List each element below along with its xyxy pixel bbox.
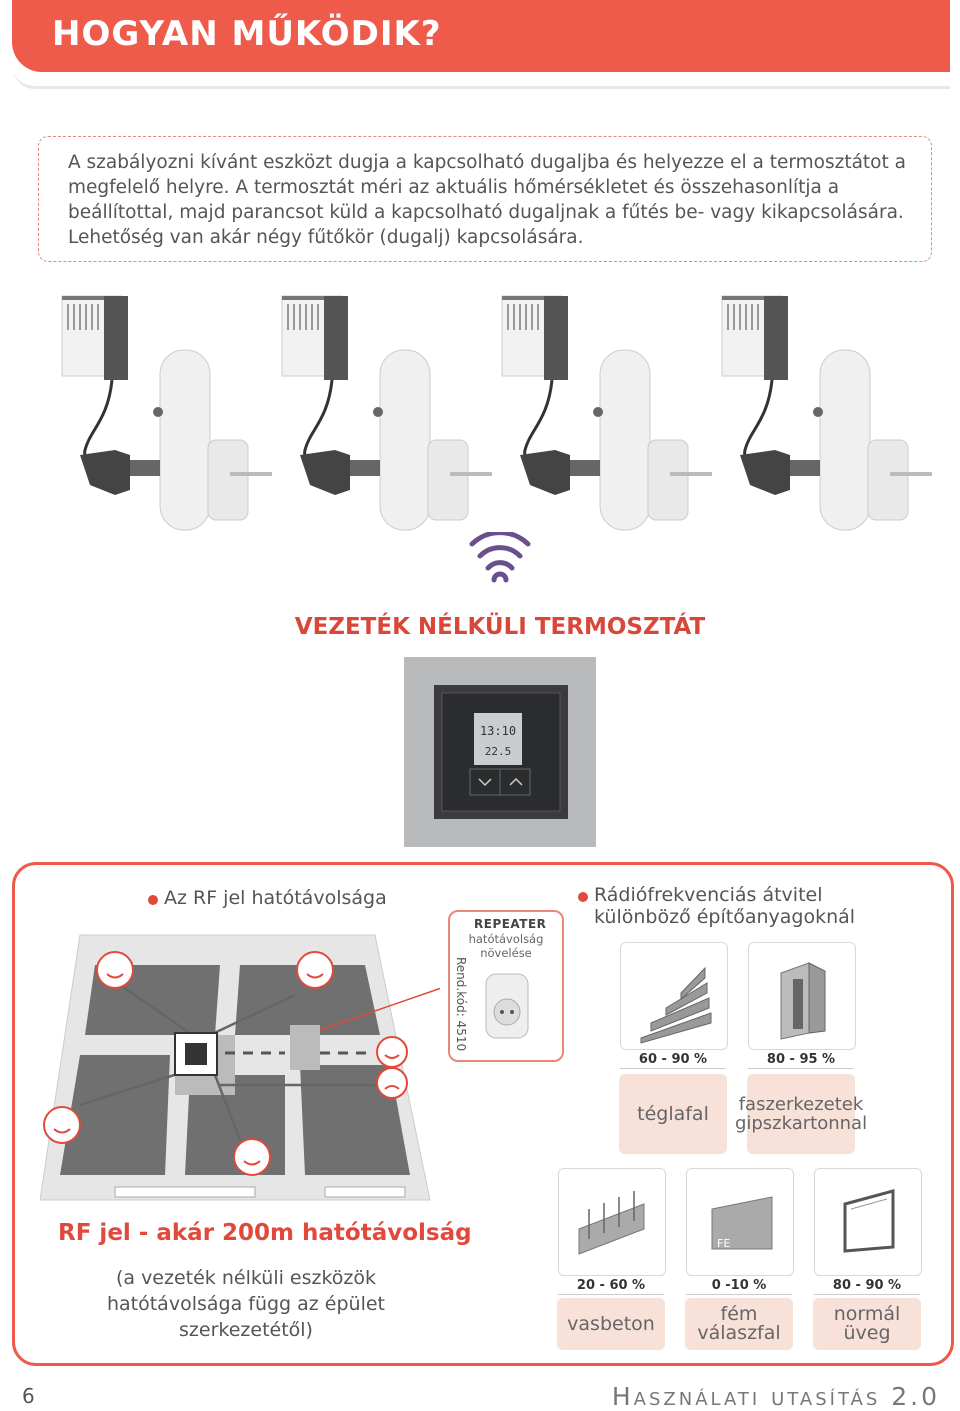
- up-arrow-icon: [509, 777, 523, 786]
- brick-wall-icon: [640, 966, 712, 1044]
- divider: [748, 1068, 854, 1069]
- thermostat-temp: 22.5: [485, 745, 512, 758]
- thermostat-time: 13:10: [480, 724, 516, 738]
- concrete-card: [558, 1168, 666, 1276]
- reinforced-concrete-icon: [578, 1191, 645, 1255]
- glass-card: [814, 1168, 922, 1276]
- lower-section-frame: [12, 862, 954, 1366]
- divider: [686, 1294, 792, 1295]
- divider: [814, 1294, 920, 1295]
- material-label: fém válaszfal: [685, 1298, 793, 1350]
- repeater-image: [485, 973, 529, 1039]
- metal-wall-card: FE: [686, 1168, 794, 1276]
- materials-heading: Rádiófrekvenciás átvitel különböző építő…: [594, 884, 856, 928]
- page-number: 6: [22, 1384, 35, 1408]
- divider: [558, 1294, 664, 1295]
- heater-socket-illustration: [60, 294, 934, 532]
- wireless-signal-icon: [469, 532, 531, 583]
- material-pct: 20 - 60 %: [576, 1278, 646, 1293]
- bullet-icon: [148, 895, 158, 905]
- glass-icon: [843, 1189, 895, 1253]
- intro-text: A szabályozni kívánt eszközt dugja a kap…: [68, 152, 906, 248]
- material-label: téglafal: [619, 1074, 727, 1154]
- metal-badge: FE: [717, 1237, 730, 1250]
- thermostat-image: 13:10 22.5: [404, 657, 596, 847]
- rf-range-text: RF jel - akár 200m hatótávolság: [58, 1220, 472, 1246]
- material-pct: 80 - 95 %: [766, 1052, 836, 1067]
- material-pct: 0 -10 %: [711, 1278, 767, 1293]
- repeater-subtitle: hatótávolság növelése: [468, 932, 544, 960]
- material-pct: 60 - 90 %: [638, 1052, 708, 1067]
- footer-title: Használati utasítás 2.0: [611, 1382, 940, 1411]
- material-label: normál üveg: [813, 1298, 921, 1350]
- material-label: vasbeton: [557, 1298, 665, 1350]
- divider: [620, 1068, 726, 1069]
- header-shadow: [12, 66, 950, 89]
- floor-plan-illustration: [40, 934, 440, 1201]
- brick-wall-card: [620, 942, 728, 1050]
- wireless-thermostat-label: VEZETÉK NÉLKÜLI TERMOSZTÁT: [294, 614, 706, 640]
- intro-box: [38, 136, 932, 262]
- rf-range-note: (a vezeték nélküli eszközök hatótávolság…: [106, 1267, 386, 1341]
- repeater-code: Rend.kód: 4510: [454, 957, 468, 1052]
- page-title: HOGYAN MŰKÖDIK?: [52, 14, 442, 54]
- material-pct: 80 - 90 %: [832, 1278, 902, 1293]
- header-band: [12, 0, 950, 72]
- rf-range-heading: Az RF jel hatótávolsága: [164, 887, 387, 909]
- down-arrow-icon: [478, 778, 492, 787]
- material-label: faszerkezetek gipszkartonnal: [735, 1074, 867, 1154]
- drywall-icon: [780, 962, 826, 1040]
- bullet-icon: [578, 892, 588, 902]
- drywall-card: [748, 942, 856, 1050]
- metal-wall-icon: FE: [711, 1196, 773, 1250]
- repeater-title: REPEATER: [474, 917, 547, 931]
